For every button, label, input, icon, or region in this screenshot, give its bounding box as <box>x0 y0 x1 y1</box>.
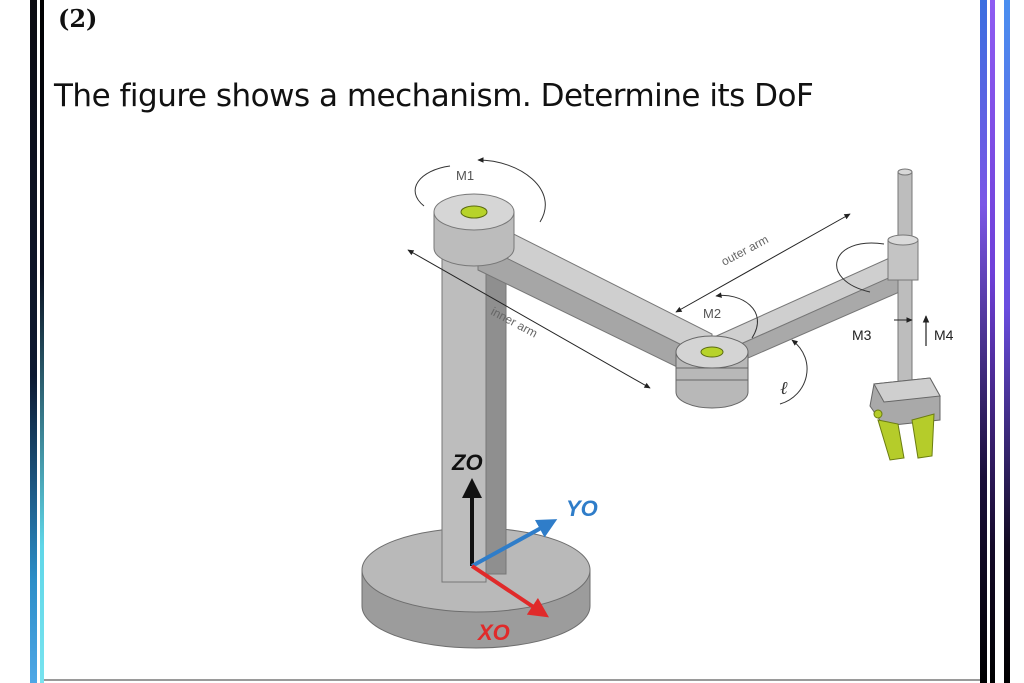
vertical-shaft <box>887 168 919 385</box>
m1-joint <box>433 193 515 267</box>
question-prompt: The figure shows a mechanism. Determine … <box>54 78 814 114</box>
x0-label: XO <box>476 620 510 645</box>
right-border-bar-2 <box>990 0 995 683</box>
m3-label: M3 <box>852 327 872 343</box>
m2-label: M2 <box>703 306 721 321</box>
outer-arm-dimension <box>675 213 851 313</box>
y0-label: YO <box>566 496 598 521</box>
z0-label: ZO <box>451 450 483 475</box>
m1-label: M1 <box>456 168 474 183</box>
coordinate-frame <box>462 478 558 618</box>
m2-joint <box>675 335 749 409</box>
right-border-bar-3 <box>1004 0 1010 683</box>
inner-arm-dimension <box>407 249 651 389</box>
ell-label: ℓ <box>780 378 788 399</box>
bottom-divider <box>44 679 980 681</box>
left-border-bar <box>30 0 37 683</box>
gripper <box>869 377 941 461</box>
m1-rotation-arc-back <box>414 165 451 207</box>
left-border-bar-inner <box>40 0 44 683</box>
ell-rotation-arc <box>779 339 808 405</box>
m2-rotation-arrow <box>715 292 758 339</box>
question-number: (2) <box>58 4 98 33</box>
m3-rotation-arc <box>836 242 885 293</box>
m4-label: M4 <box>934 327 954 343</box>
m1-rotation-arrow <box>477 157 546 223</box>
right-border-bar <box>980 0 987 683</box>
